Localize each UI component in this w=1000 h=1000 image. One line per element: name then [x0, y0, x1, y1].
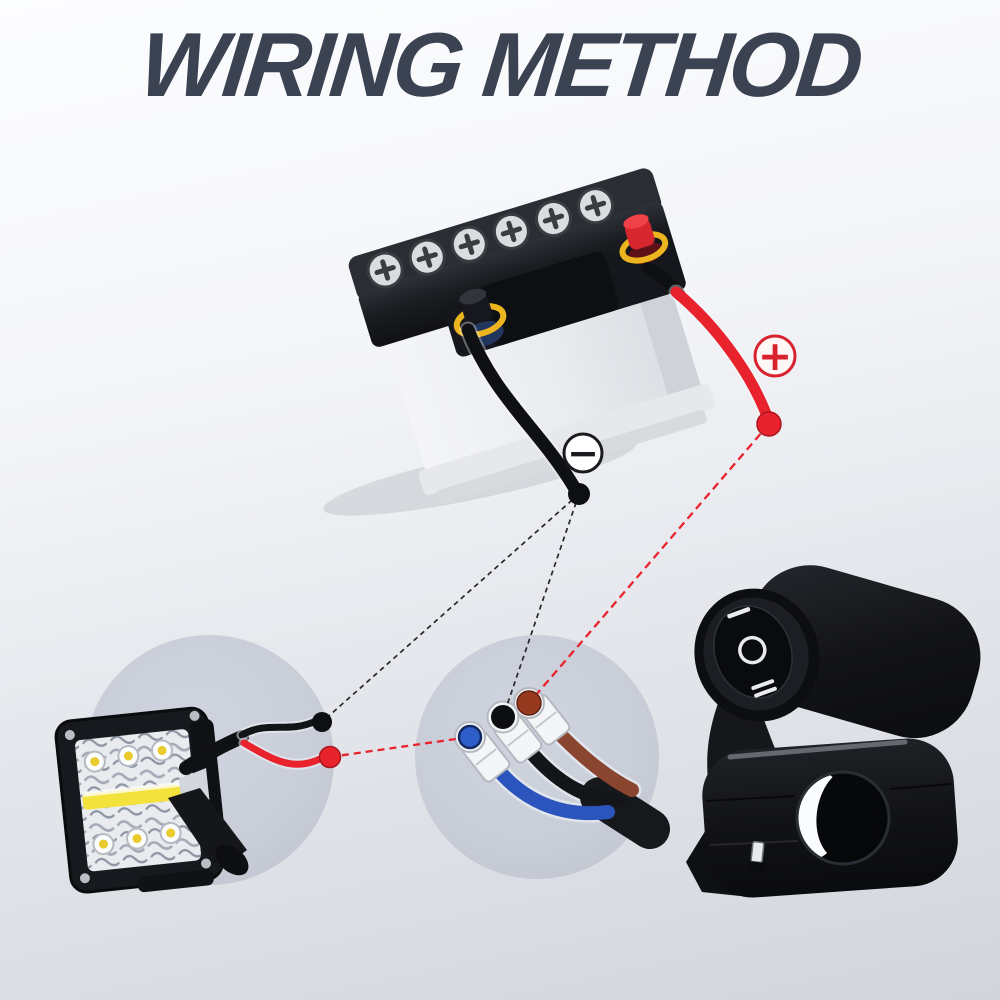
clamp-seam	[705, 795, 796, 802]
connection-dots	[312, 411, 782, 769]
switch-on-marking	[727, 607, 751, 619]
negative-to-connector-line	[502, 493, 580, 718]
blue-terminal-dot	[457, 724, 483, 750]
negative-wire-dot	[568, 483, 590, 505]
positive-wire-dot	[756, 411, 782, 437]
minus-badge: −	[562, 431, 604, 475]
positive-to-connector-line	[528, 423, 770, 704]
negative-battery-wire	[461, 323, 581, 494]
clamp-hole-rim	[795, 770, 891, 866]
light-bar-cable-sheath	[179, 730, 249, 775]
led-strip-highlight	[82, 782, 180, 797]
led-dot	[98, 839, 108, 849]
led-strip	[82, 784, 181, 810]
clamp-screw	[749, 840, 765, 874]
plus-badge: +	[753, 332, 797, 380]
switch-double-line-marking	[751, 679, 775, 691]
screw-icon	[77, 871, 92, 886]
battery-body	[385, 256, 706, 487]
light-bar-red-wire	[240, 739, 324, 768]
led-dot	[166, 828, 176, 838]
screw-icon	[408, 238, 446, 276]
screw-icon	[187, 708, 202, 723]
clamp-top-highlight	[727, 739, 908, 760]
battery-base	[418, 383, 715, 495]
handlebar-mount-switch-icon	[686, 565, 981, 898]
led-dot	[90, 757, 100, 767]
clamp-seam	[889, 783, 952, 790]
mount-arm-end	[215, 844, 249, 876]
led-row-bottom	[92, 822, 182, 856]
connection-dashed-lines	[321, 423, 770, 759]
light-bar-housing	[54, 706, 227, 894]
screw-icon	[577, 187, 615, 225]
switch-off-marking	[738, 635, 767, 665]
switch-double-line-marking	[754, 686, 777, 698]
brown-terminal-dot	[516, 690, 542, 716]
plus-icon: +	[758, 332, 792, 380]
screw-icon	[534, 200, 572, 238]
led-row-top	[83, 739, 173, 773]
battery-wires	[459, 262, 776, 496]
lightbar-black-wire-dot	[312, 712, 332, 732]
battery-cell-cover	[478, 251, 619, 346]
car-battery-icon	[348, 168, 715, 504]
battery-lid	[358, 202, 676, 347]
blue-wire	[485, 755, 615, 821]
brown-wire	[545, 719, 639, 797]
screw-icon	[62, 728, 77, 743]
black-terminal-dot	[491, 705, 515, 729]
rocker-button[interactable]	[701, 595, 805, 709]
led-dot	[157, 745, 167, 755]
negative-to-lightbar-line	[321, 493, 580, 723]
rocker-markings	[727, 607, 777, 698]
minus-icon: −	[567, 431, 599, 475]
housing-screws	[62, 708, 214, 886]
negative-terminal	[453, 288, 507, 347]
positive-battery-wire	[670, 286, 774, 425]
led-dot	[123, 751, 133, 761]
polarity-badges: − +	[562, 332, 797, 475]
screw-icon	[366, 251, 404, 289]
positive-terminal	[619, 214, 669, 265]
battery-screws	[366, 187, 615, 289]
led-work-light-icon	[54, 706, 326, 894]
lightbar-red-wire-dot	[318, 745, 342, 769]
light-bar-foot	[137, 869, 214, 893]
screw-icon	[450, 225, 488, 263]
screw-icon	[492, 212, 530, 250]
led-dot	[132, 834, 142, 844]
black-wire	[517, 737, 625, 807]
light-bar-black-wire	[238, 717, 320, 739]
